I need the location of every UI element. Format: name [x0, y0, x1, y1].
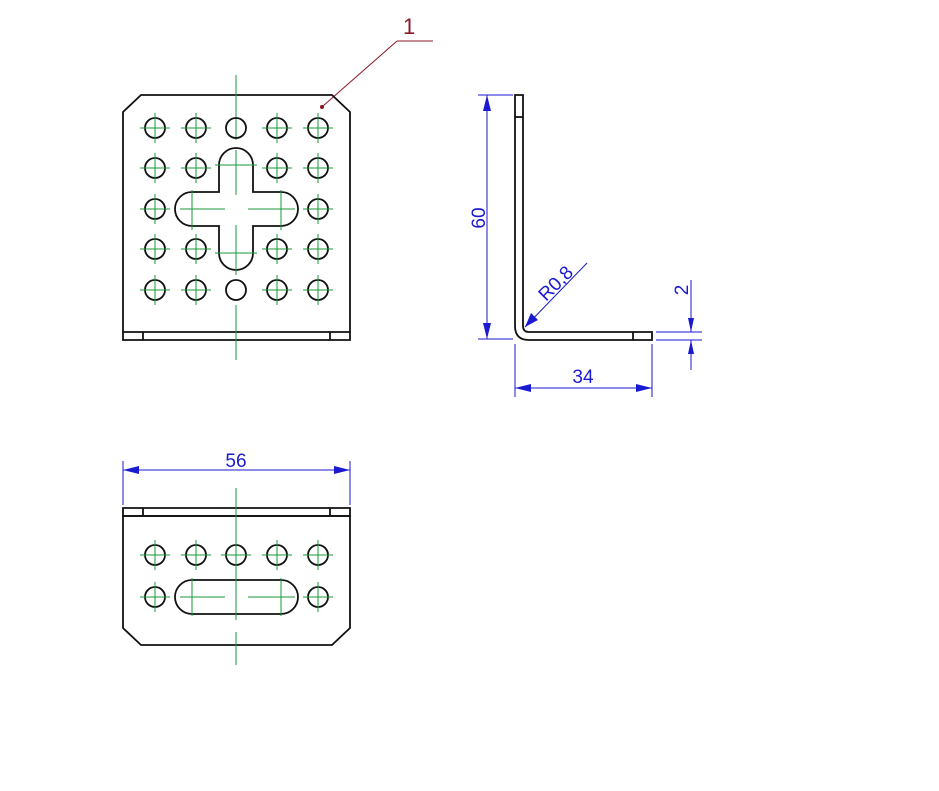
hole — [225, 117, 247, 139]
part-label: 1 — [403, 14, 415, 39]
dimension-radius — [524, 262, 588, 328]
bottom-view — [122, 488, 351, 665]
front-view — [122, 75, 351, 360]
hole — [225, 279, 247, 301]
side-view — [514, 94, 653, 341]
angle-profile — [514, 94, 653, 341]
dimension-width — [122, 461, 351, 505]
dimension-radius-text: R0,8 — [535, 262, 578, 305]
dimension-height — [478, 94, 513, 340]
dimension-thickness-text: 2 — [672, 285, 693, 296]
part-label-callout — [319, 40, 433, 110]
dimension-width-text: 56 — [225, 451, 246, 472]
dimension-thickness — [656, 280, 702, 370]
dimension-flange — [514, 344, 653, 397]
bottom-plate-outline — [122, 515, 351, 646]
dimension-height-text: 60 — [469, 207, 490, 228]
dimension-flange-text: 34 — [572, 367, 594, 388]
